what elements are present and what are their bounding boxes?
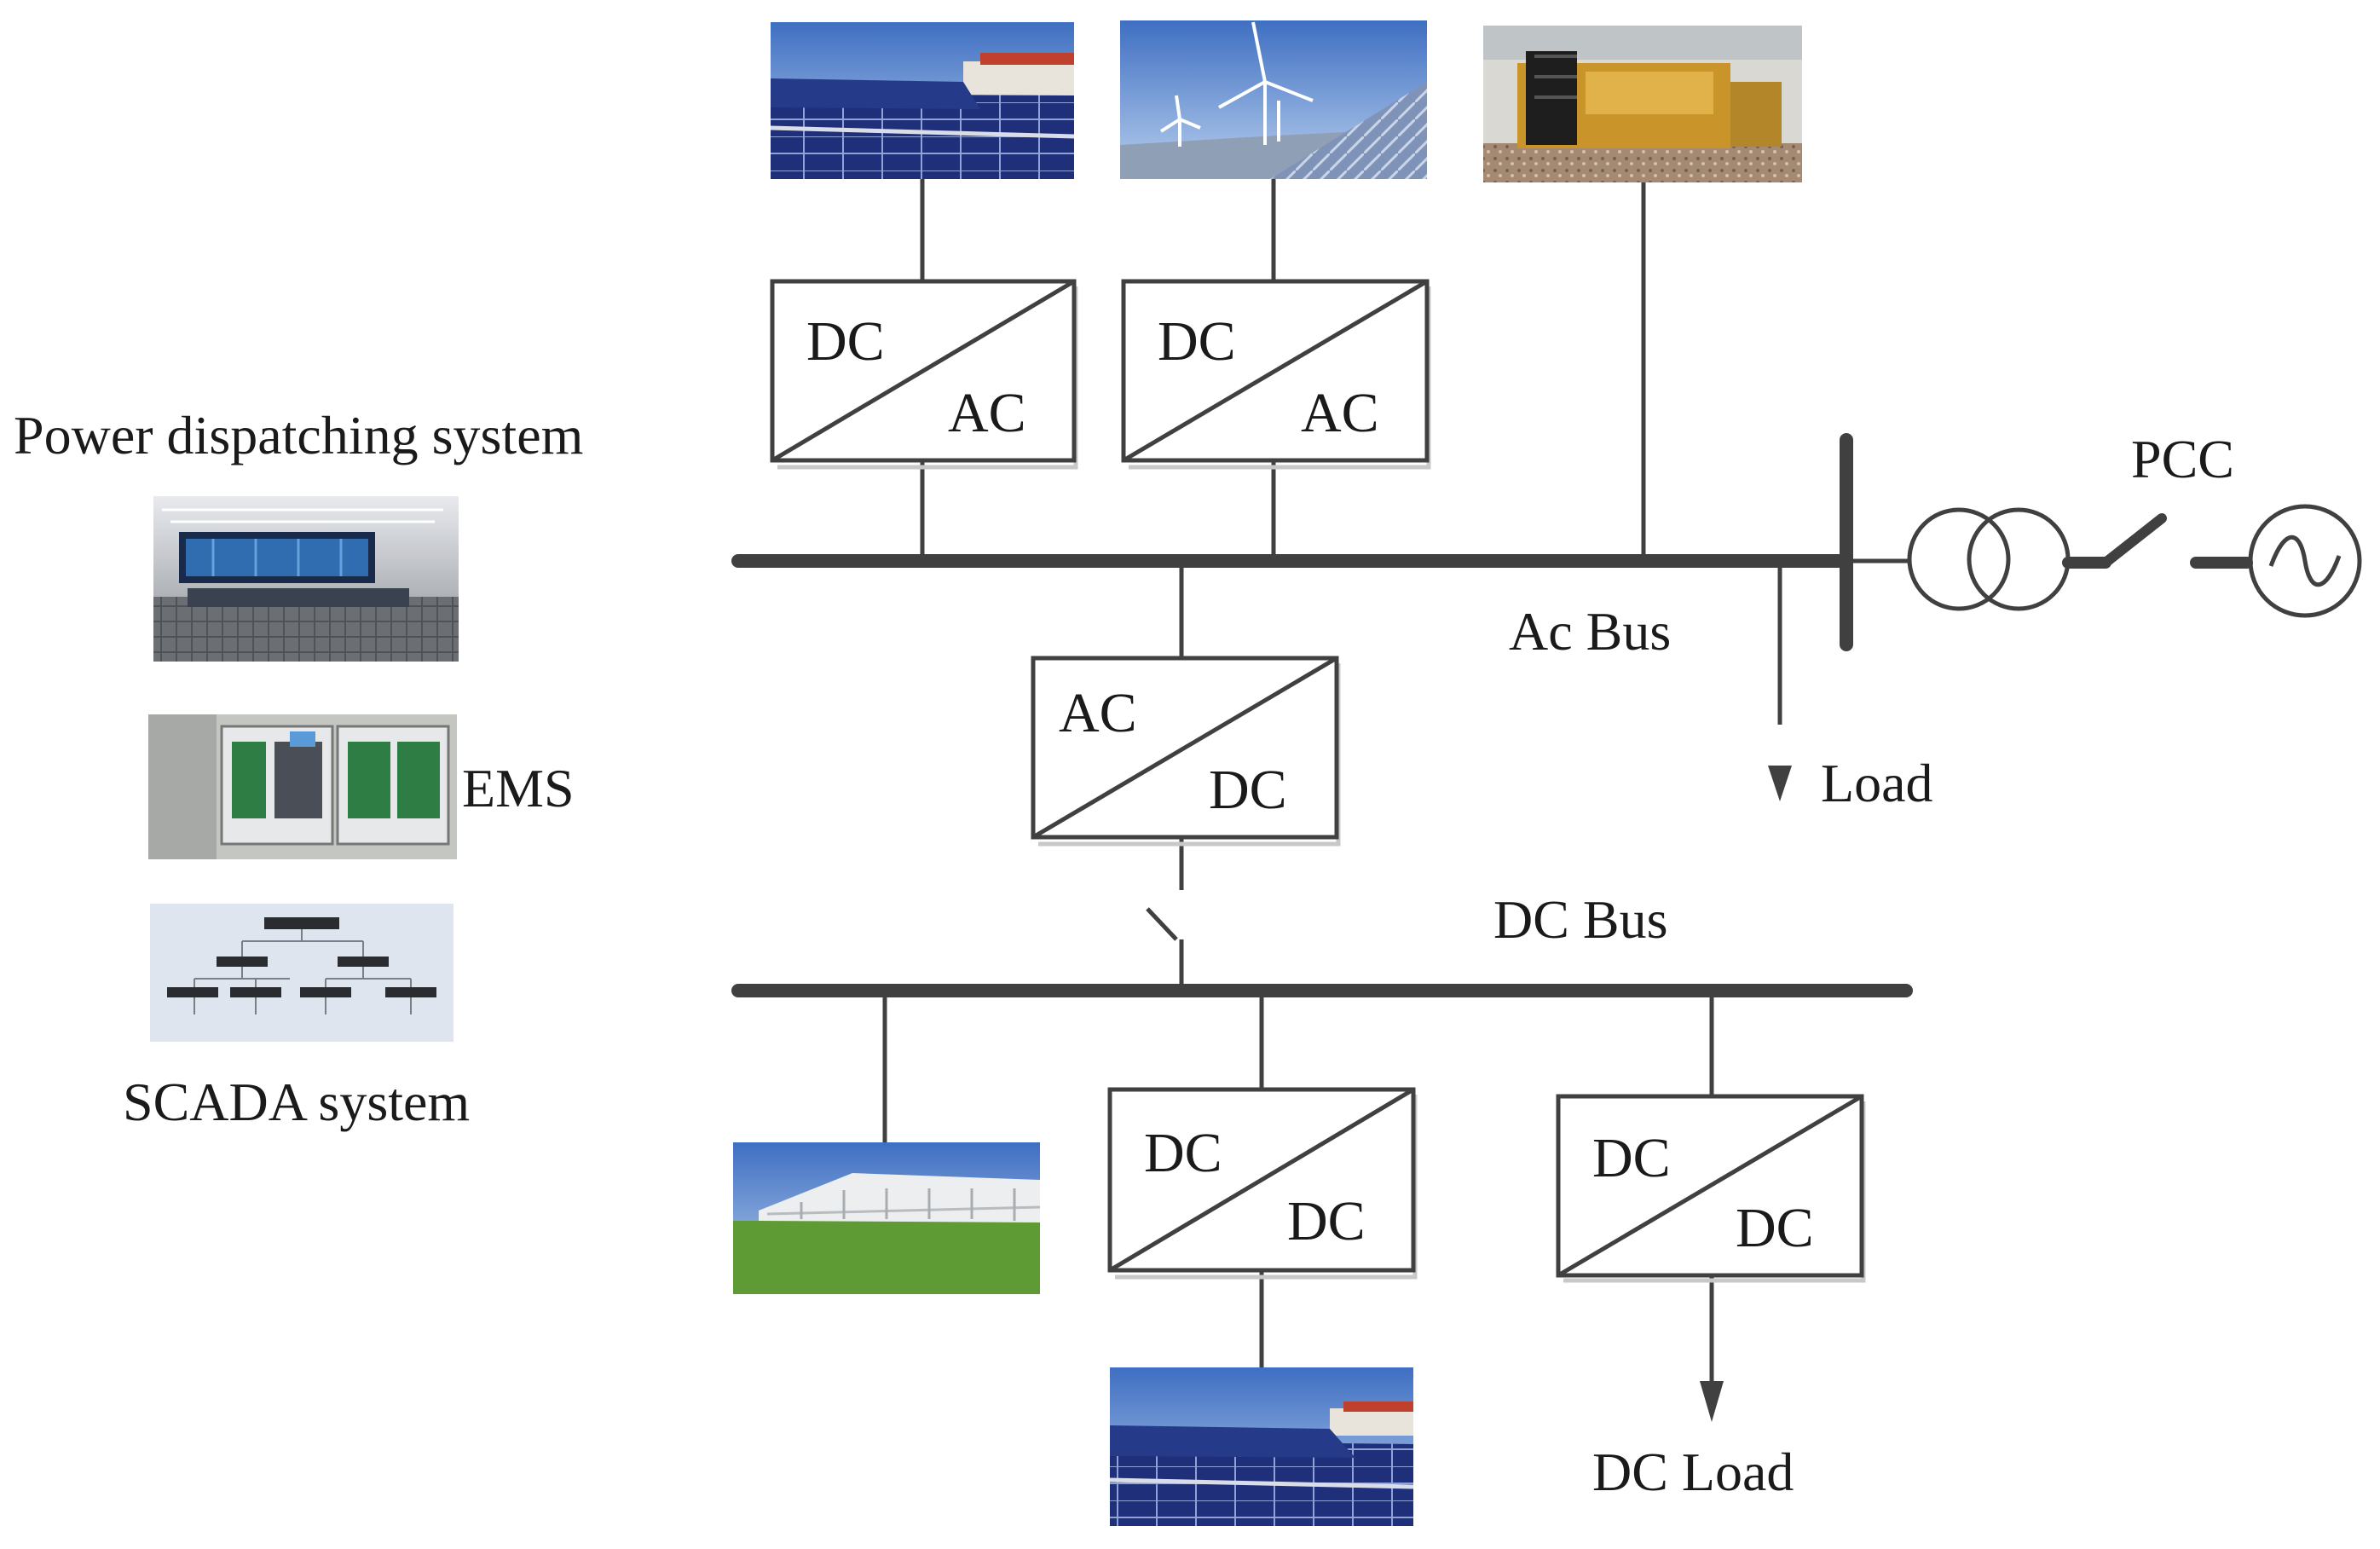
converter-top-label: DC [806,310,885,373]
wind-turbines-photo [1120,20,1427,179]
dc-load-label: DC Load [1592,1442,1794,1502]
diesel-generator-photo [1483,26,1802,182]
ems-label: EMS [462,758,575,818]
pv-array-bottom-photo [1109,1367,1414,1526]
connection-wires [882,179,1792,1422]
pcc-label: PCC [2131,429,2234,489]
ems-cabinet-photo [148,714,457,859]
converter-top-label: DC [1144,1122,1222,1184]
pv-array-top-photo [770,22,1075,179]
pv-dc-dc-box: DC DC [1107,1087,1418,1280]
dc-bus-label: DC Bus [1493,889,1668,950]
converter-bottom-label: AC [948,382,1026,444]
scada-label: SCADA system [123,1072,470,1132]
converter-top-label: DC [1158,310,1236,373]
converter-top-label: DC [1592,1127,1671,1189]
control-room-photo [153,496,459,662]
converter-bottom-label: DC [1209,759,1287,821]
scada-network-photo [150,904,453,1042]
bus-rectifier-box: AC DC [1031,656,1341,847]
grid-source-icon [2248,504,2362,618]
load-label: Load [1821,753,1933,813]
load-dc-dc-box: DC DC [1556,1094,1866,1283]
ac-bus-label: Ac Bus [1509,601,1671,662]
pcc-connection [1840,433,2362,651]
converter-bottom-label: DC [1736,1197,1814,1259]
power-dispatching-label: Power dispatching system [14,405,583,465]
converter-top-label: AC [1059,682,1137,744]
dc-load-arrow [1700,1381,1724,1422]
converter-bottom-label: AC [1301,382,1379,444]
pv-inverter-box: DC AC [770,279,1078,470]
ac-load-arrow [1768,766,1792,801]
battery-storage-photo [733,1142,1041,1294]
converter-bottom-label: DC [1287,1190,1366,1252]
wind-inverter-box: DC AC [1121,279,1431,470]
